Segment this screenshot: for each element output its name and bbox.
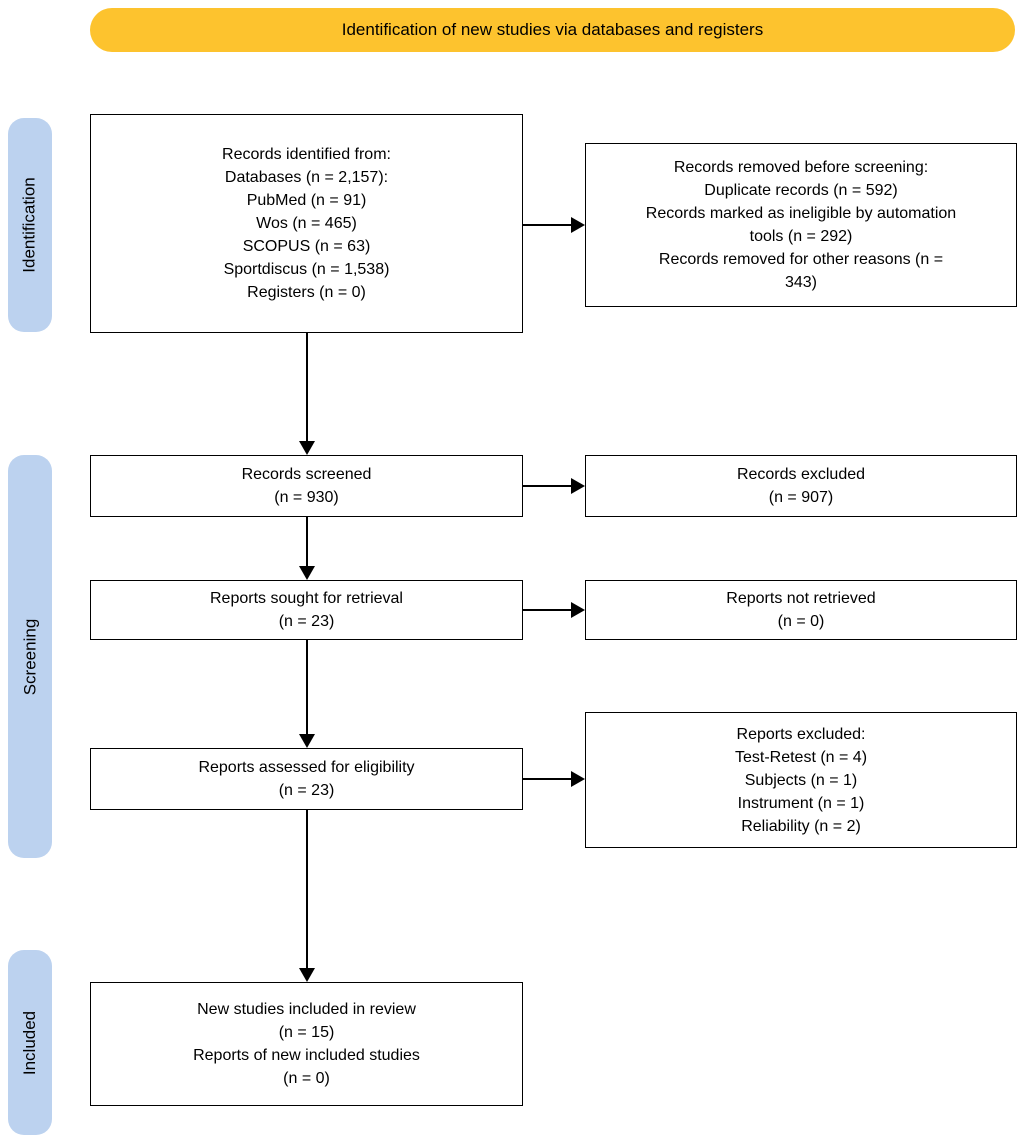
arrow-right-icon xyxy=(523,478,585,494)
stage-label-identification: Identification xyxy=(8,118,52,332)
arrow-down-icon xyxy=(299,333,315,455)
box-line: Sportdiscus (n = 1,538) xyxy=(223,261,390,278)
stage-label-screening: Screening xyxy=(8,455,52,858)
box-line: (n = 0) xyxy=(777,613,825,630)
arrow-head xyxy=(299,734,315,748)
arrow-head xyxy=(571,478,585,494)
arrow-down-icon xyxy=(299,640,315,748)
arrow-right-icon xyxy=(523,217,585,233)
box-line: 343) xyxy=(784,274,818,291)
box-line: Records removed before screening: xyxy=(673,159,929,176)
box-line: (n = 0) xyxy=(283,1070,330,1087)
box-line: (n = 23) xyxy=(278,782,335,799)
box-line: Duplicate records (n = 592) xyxy=(704,182,898,199)
box-line: Wos (n = 465) xyxy=(256,215,357,232)
box-reports-sought: Reports sought for retrieval (n = 23) xyxy=(90,580,523,640)
box-line: Records marked as ineligible by automati… xyxy=(645,205,957,222)
stage-label-included-text: Included xyxy=(20,1010,39,1075)
arrow-down-icon xyxy=(299,517,315,580)
arrow-head xyxy=(571,217,585,233)
box-line: (n = 930) xyxy=(274,489,339,506)
box-line: Records excluded xyxy=(736,466,866,483)
box-line: tools (n = 292) xyxy=(749,228,853,245)
box-reports-not-retrieved: Reports not retrieved (n = 0) xyxy=(585,580,1017,640)
box-studies-included: New studies included in review (n = 15) … xyxy=(90,982,523,1106)
box-line: Reports sought for retrieval xyxy=(210,590,403,607)
box-line: Subjects (n = 1) xyxy=(744,771,858,789)
box-line: Records identified from: xyxy=(222,146,391,163)
arrow-shaft xyxy=(306,640,308,735)
arrow-head xyxy=(299,441,315,455)
arrow-down-icon xyxy=(299,810,315,982)
stage-label-included: Included xyxy=(8,950,52,1135)
arrow-right-icon xyxy=(523,602,585,618)
box-line: Records removed for other reasons (n = xyxy=(658,251,944,268)
arrow-shaft xyxy=(306,517,308,567)
box-line: New studies included in review xyxy=(197,1001,416,1018)
box-line: Instrument (n = 1) xyxy=(737,794,865,812)
box-reports-assessed: Reports assessed for eligibility (n = 23… xyxy=(90,748,523,810)
box-line: PubMed (n = 91) xyxy=(246,192,367,209)
box-line: SCOPUS (n = 63) xyxy=(242,238,371,255)
arrow-shaft xyxy=(523,778,572,780)
arrow-head xyxy=(299,566,315,580)
stage-label-identification-text: Identification xyxy=(20,177,40,273)
arrow-head xyxy=(571,602,585,618)
box-line: Reports assessed for eligibility xyxy=(198,759,415,776)
banner-title: Identification of new studies via databa… xyxy=(341,20,764,39)
box-records-excluded: Records excluded (n = 907) xyxy=(585,455,1017,517)
box-line: (n = 15) xyxy=(278,1024,335,1041)
box-line: Databases (n = 2,157): xyxy=(224,169,389,186)
arrow-shaft xyxy=(306,810,308,969)
arrow-shaft xyxy=(306,333,308,442)
box-line: Reports of new included studies xyxy=(193,1047,420,1064)
box-line: Reliability (n = 2) xyxy=(741,817,861,835)
box-line: Test-Retest (n = 4) xyxy=(734,748,868,766)
box-line: Registers (n = 0) xyxy=(247,284,366,301)
banner: Identification of new studies via databa… xyxy=(90,8,1015,52)
box-line: Records screened xyxy=(241,466,372,483)
box-records-removed: Records removed before screening: Duplic… xyxy=(585,143,1017,307)
box-line: Reports not retrieved xyxy=(726,590,876,607)
arrow-head xyxy=(299,968,315,982)
stage-label-screening-text: Screening xyxy=(20,618,39,695)
box-reports-excluded: Reports excluded: Test-Retest (n = 4) Su… xyxy=(585,712,1017,848)
arrow-shaft xyxy=(523,224,572,226)
box-records-screened: Records screened (n = 930) xyxy=(90,455,523,517)
arrow-head xyxy=(571,771,585,787)
box-records-identified: Records identified from: Databases (n = … xyxy=(90,114,523,333)
box-line: Reports excluded: xyxy=(736,725,866,743)
arrow-shaft xyxy=(523,485,572,487)
arrow-right-icon xyxy=(523,771,585,787)
box-line: (n = 23) xyxy=(278,613,335,630)
box-line: (n = 907) xyxy=(768,489,834,506)
arrow-shaft xyxy=(523,609,572,611)
